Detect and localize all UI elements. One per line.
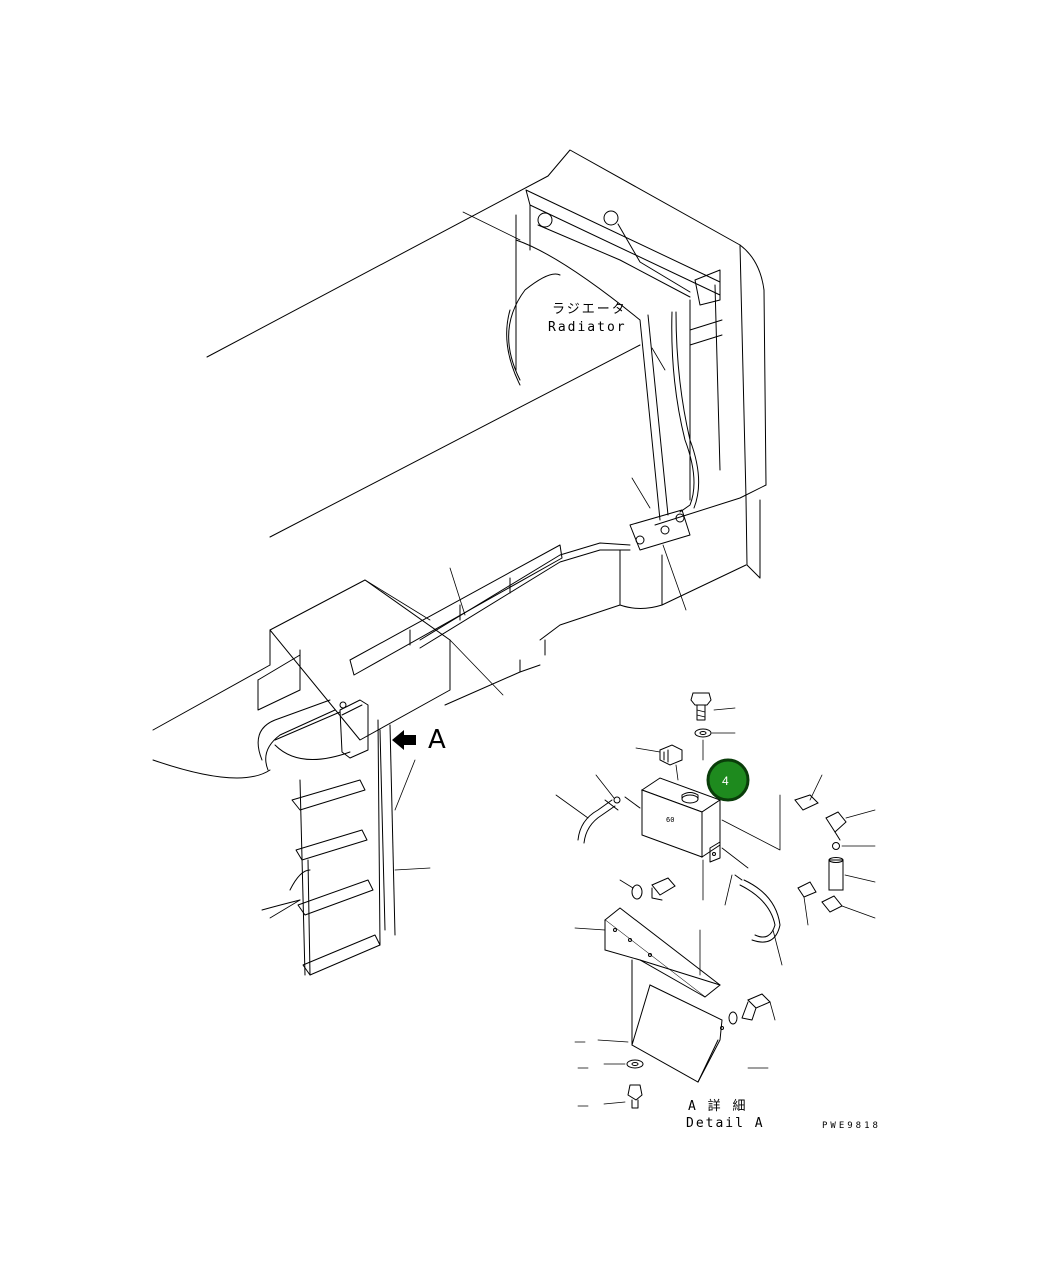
detail-label-en: Detail A (686, 1116, 765, 1131)
bolt-top (690, 692, 736, 721)
radiator-label-jp: ラジエータ (552, 302, 627, 317)
bolt-middle (619, 877, 676, 901)
drawing-code: PWE9818 (822, 1121, 881, 1131)
hose-lower (721, 847, 783, 966)
detail-label-jp: A 詳 細 (688, 1098, 747, 1114)
view-arrow-a (392, 730, 416, 750)
fittings-right (794, 774, 876, 926)
bolt-right (728, 993, 776, 1025)
callout-number: 4 (722, 774, 729, 788)
machine-frame (152, 149, 767, 779)
washer-top (694, 728, 736, 738)
callout-circle (706, 758, 750, 802)
bolt-lower-left (574, 1041, 769, 1109)
ladder (257, 649, 431, 976)
hose-left (555, 774, 641, 844)
arrow-icon (392, 730, 416, 750)
reservoir-tank: 60 (640, 777, 722, 863)
reservoir-tank-installed (274, 699, 369, 761)
view-label-a: A (428, 725, 446, 755)
tank-cap (635, 744, 683, 781)
mounting-bracket (574, 907, 721, 998)
guard-plate (597, 959, 724, 1083)
tank-marking: 60 (666, 816, 674, 824)
radiator-label-en: Radiator (548, 320, 627, 335)
callout-4[interactable]: 4 (706, 758, 750, 802)
detail-a-exploded-view: 60 (555, 692, 876, 1109)
